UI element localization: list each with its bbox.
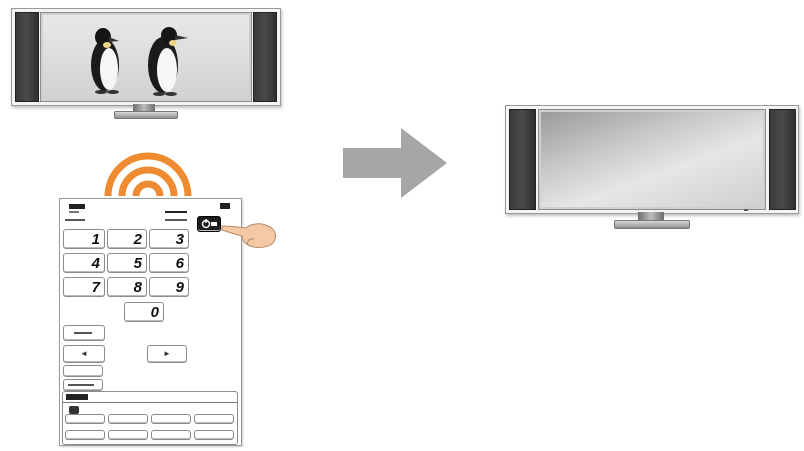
penguin-left xyxy=(91,28,119,94)
key-8-label: 8 xyxy=(133,279,142,296)
key-9-label: 9 xyxy=(175,279,184,296)
tv-screen-penguins xyxy=(43,15,249,99)
key-0-label: 0 xyxy=(150,304,159,321)
transition-arrow-icon xyxy=(343,128,447,198)
tv-on-stand-base xyxy=(114,111,178,119)
panel-button-8[interactable] xyxy=(194,430,234,440)
remote-top-label-right xyxy=(220,203,230,209)
signal-waves-icon xyxy=(104,152,192,197)
key-6-label: 6 xyxy=(175,255,184,272)
left-arrow-button[interactable]: ◄ xyxy=(63,345,105,363)
tv-off-stand-base xyxy=(614,220,690,229)
panel-button-3[interactable] xyxy=(151,414,191,424)
signal-wave-outer xyxy=(104,152,192,197)
signal-wave-middle xyxy=(118,166,178,197)
menu-button[interactable] xyxy=(63,379,103,391)
key-5-label: 5 xyxy=(133,255,142,272)
penguin-right xyxy=(148,27,188,96)
tv-off-left-speaker xyxy=(509,109,536,210)
function-key-top[interactable] xyxy=(63,325,105,341)
left-arrow-icon: ◄ xyxy=(80,349,88,358)
key-2[interactable]: 2 xyxy=(107,229,147,249)
remote-top-label-left-2 xyxy=(69,211,79,213)
tv-right-speaker xyxy=(253,12,277,102)
key-1[interactable]: 1 xyxy=(63,229,105,249)
tv-off-screen-bezel xyxy=(538,109,766,210)
panel-button-2[interactable] xyxy=(108,414,148,424)
right-arrow-button[interactable]: ► xyxy=(147,345,187,363)
remote-control: 1 2 3 4 5 6 7 8 9 0 ◄ ► xyxy=(59,198,242,446)
signal-wave-inner xyxy=(132,180,164,197)
remote-underline-right xyxy=(165,219,187,221)
tv-off-stand-neck xyxy=(638,212,664,221)
panel-button-6[interactable] xyxy=(108,430,148,440)
key-4[interactable]: 4 xyxy=(63,253,105,273)
key-7-label: 7 xyxy=(91,279,100,296)
key-1-label: 1 xyxy=(91,231,100,248)
panel-button-4[interactable] xyxy=(194,414,234,424)
key-8[interactable]: 8 xyxy=(107,277,147,297)
tv-on xyxy=(11,8,281,106)
key-5[interactable]: 5 xyxy=(107,253,147,273)
power-button[interactable] xyxy=(197,216,221,232)
key-0[interactable]: 0 xyxy=(124,302,164,322)
menu-button-label xyxy=(68,384,94,386)
key-3[interactable]: 3 xyxy=(149,229,189,249)
key-6[interactable]: 6 xyxy=(149,253,189,273)
power-icon xyxy=(201,219,217,229)
panel-button-1[interactable] xyxy=(65,414,105,424)
tv-off-screen xyxy=(541,112,763,207)
panel-icon xyxy=(69,406,79,414)
function-key-top-label xyxy=(74,332,92,334)
panel-button-7[interactable] xyxy=(151,430,191,440)
key-4-label: 4 xyxy=(91,255,100,272)
panel-button-5[interactable] xyxy=(65,430,105,440)
remote-top-label-mid xyxy=(165,211,187,213)
tv-off-indicator xyxy=(744,209,748,211)
remote-underline-left xyxy=(65,219,85,221)
pointing-hand-icon xyxy=(221,223,276,248)
remote-top-label-left xyxy=(69,204,85,209)
panel-header-line xyxy=(63,402,237,403)
panel-header-label xyxy=(66,394,88,400)
tv-screen-bezel xyxy=(40,12,252,102)
tv-left-speaker xyxy=(15,12,39,102)
key-7[interactable]: 7 xyxy=(63,277,105,297)
right-arrow-icon: ► xyxy=(163,349,171,358)
tv-off xyxy=(505,105,799,214)
tv-off-right-speaker xyxy=(769,109,796,210)
remote-bottom-panel xyxy=(62,391,238,445)
key-9[interactable]: 9 xyxy=(149,277,189,297)
key-2-label: 2 xyxy=(133,231,142,248)
tv-on-stand-neck xyxy=(133,104,155,112)
function-key-small[interactable] xyxy=(63,365,103,377)
key-3-label: 3 xyxy=(175,231,184,248)
